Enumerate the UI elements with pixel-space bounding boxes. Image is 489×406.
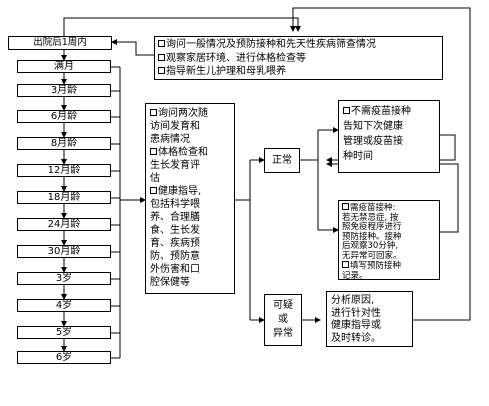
no-vaccine-box: 不需疫苗接种 告知下次健康 管理或疫苗接 种时间 [338, 100, 440, 173]
stage-box-4: 6月龄 [17, 110, 111, 123]
stage-box-9: 30月龄 [17, 245, 111, 258]
first-visit-box: 询问一般情况及预防接种和先天性疾病筛查情况 观察家居环境、进行体格检查等 指导新… [154, 36, 443, 80]
checkbox-icon [158, 40, 165, 47]
arrow-first-visit-to-stage [111, 39, 154, 56]
checkbox-icon [343, 107, 350, 114]
stage-box-2: 满月 [17, 60, 111, 73]
stage-box-1: 出院后1周内 [8, 36, 112, 50]
checkbox-icon [158, 67, 165, 74]
stage-box-5: 8月龄 [17, 137, 111, 150]
checkbox-icon [342, 261, 349, 268]
arrow-to-first-visit [63, 17, 301, 36]
stage-box-10: 3岁 [17, 272, 111, 285]
stage-box-7: 18月龄 [17, 191, 111, 204]
stage-box-6: 12月龄 [17, 164, 111, 177]
checkbox-icon [150, 148, 157, 155]
checkbox-icon [158, 53, 165, 61]
followup-box: 询问两次随 访间发育和 患病情况 体格检查和 生长发育评 估 健康指导, 包括科… [145, 103, 235, 294]
analysis-box: 分析原因, 进行针对性 健康指导或 及时转诊。 [326, 291, 413, 347]
stage-box-11: 4岁 [17, 299, 111, 312]
loop-analysis [290, 7, 471, 321]
checkbox-icon [342, 203, 349, 210]
stage-box-8: 24月龄 [17, 218, 111, 231]
normal-box: 正常 [264, 148, 300, 173]
stage-box-3: 3月龄 [17, 84, 111, 97]
stage-box-12: 5岁 [17, 326, 111, 339]
checkbox-icon [150, 109, 157, 116]
checkbox-icon [150, 187, 157, 194]
vaccine-box: 需疫苗接种: 若无禁忌症, 按 照免疫程序进行 预防接种。接种 后观察30分钟,… [338, 200, 440, 280]
abnormal-box: 可疑 或 异常 [264, 294, 302, 346]
stage-box-13: 6岁 [17, 351, 111, 364]
